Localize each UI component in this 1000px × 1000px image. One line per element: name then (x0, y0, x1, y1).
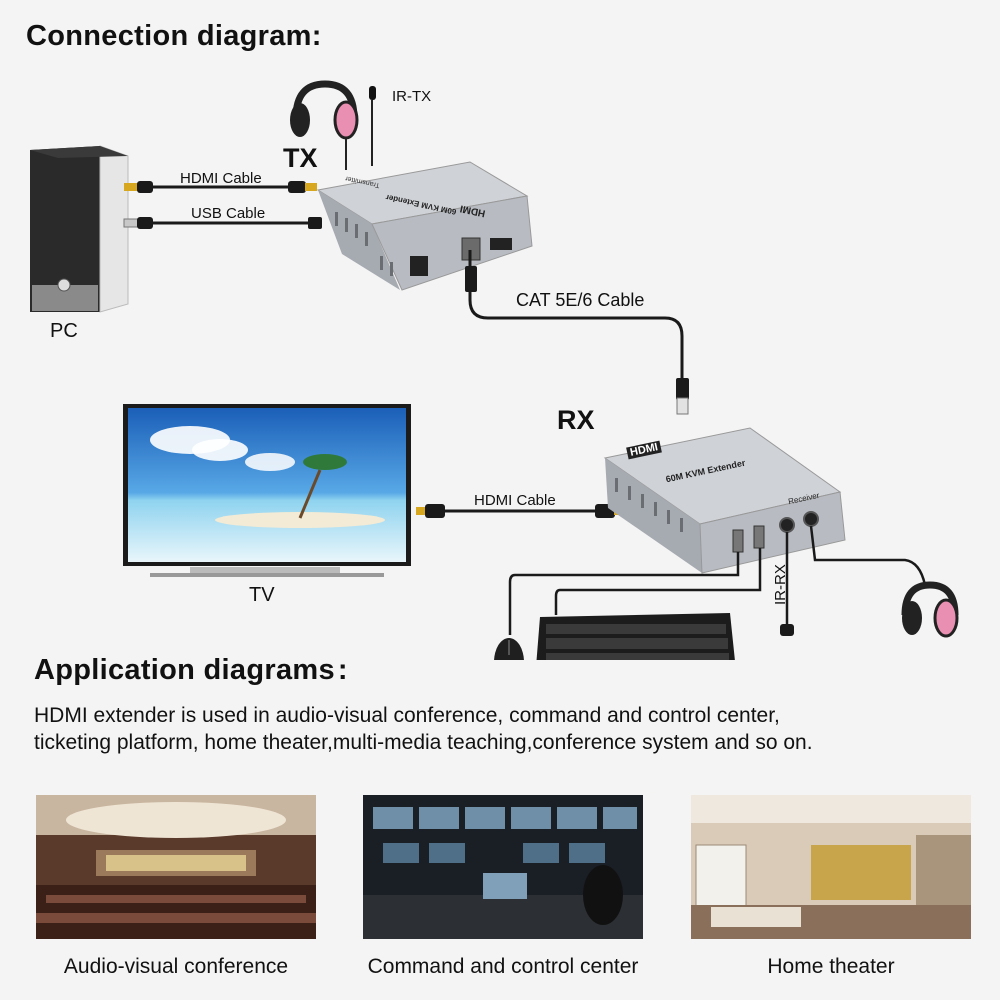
photo-audio-visual-conference (36, 795, 316, 939)
photo-command-and-control-center (363, 795, 643, 939)
tx-device (316, 161, 533, 291)
keyboard (536, 613, 735, 660)
tx-label: TX (283, 143, 318, 173)
ir-rx-label: IR-RX (772, 564, 789, 605)
caption-command-and-control-center: Command and control center (367, 955, 639, 978)
application-diagrams-title: Application diagrams: (34, 654, 348, 686)
hdmi-cable-label-rx: HDMI Cable (474, 492, 556, 509)
headphones-tx (290, 80, 359, 170)
connection-diagram-title: Connection diagram: (26, 20, 322, 52)
rx-label: RX (557, 405, 595, 435)
usb-cable-label: USB Cable (191, 205, 266, 222)
ir-tx-sensor (369, 86, 376, 166)
application-description-line2: ticketing platform, home theater,multi-m… (34, 731, 813, 754)
caption-audio-visual-conference: Audio-visual conference (63, 955, 289, 978)
cat-cable-label: CAT 5E/6 Cable (516, 290, 645, 310)
connection-diagram (30, 80, 959, 660)
pc-tower (30, 145, 129, 313)
photo-home-theater (691, 795, 971, 939)
rx-cables (508, 525, 927, 635)
rx-device (603, 427, 846, 574)
application-description-line1: HDMI extender is used in audio-visual co… (34, 704, 780, 727)
hdmi-cable-label: HDMI Cable (180, 170, 262, 187)
tv-label: TV (249, 584, 275, 606)
tv (123, 404, 411, 577)
usb-cable-tx (123, 217, 322, 229)
pc-label: PC (50, 320, 78, 342)
hdmi-cable-tx (124, 181, 317, 193)
headphones-rx (901, 581, 959, 638)
caption-home-theater: Home theater (767, 955, 895, 978)
cat-cable (465, 250, 689, 415)
mouse (494, 638, 524, 660)
ir-tx-label: IR-TX (392, 88, 432, 105)
